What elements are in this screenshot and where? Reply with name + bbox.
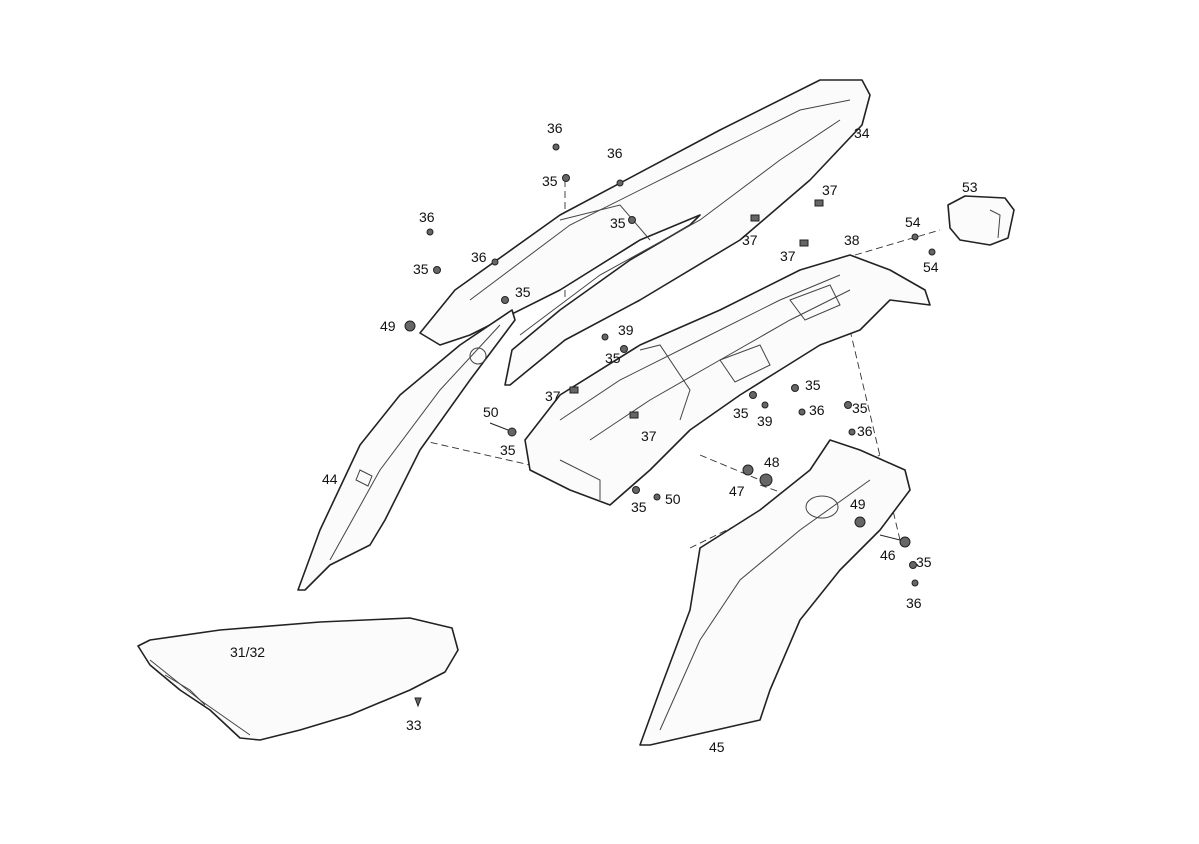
label-37: 37 bbox=[545, 388, 561, 404]
label-36: 36 bbox=[857, 423, 873, 439]
label-36: 36 bbox=[607, 145, 623, 161]
label-36: 36 bbox=[471, 249, 487, 265]
label-49: 49 bbox=[850, 496, 866, 512]
label-50: 50 bbox=[483, 404, 499, 420]
label-45: 45 bbox=[709, 739, 725, 755]
label-49: 49 bbox=[380, 318, 396, 334]
label-31-32: 31/32 bbox=[230, 644, 265, 660]
side-panel-left bbox=[297, 309, 516, 591]
label-37: 37 bbox=[742, 232, 758, 248]
label-39: 39 bbox=[618, 322, 634, 338]
label-35: 35 bbox=[733, 405, 749, 421]
label-35: 35 bbox=[605, 350, 621, 366]
label-35: 35 bbox=[916, 554, 932, 570]
label-36: 36 bbox=[419, 209, 435, 225]
label-35: 35 bbox=[631, 499, 647, 515]
label-35: 35 bbox=[852, 400, 868, 416]
label-48: 48 bbox=[764, 454, 780, 470]
tail-light bbox=[947, 195, 1015, 246]
label-36: 36 bbox=[809, 402, 825, 418]
label-34: 34 bbox=[854, 125, 870, 141]
label-36: 36 bbox=[906, 595, 922, 611]
label-50: 50 bbox=[665, 491, 681, 507]
label-47: 47 bbox=[729, 483, 745, 499]
part-number-labels: 31/32 33 34 35 35 35 35 35 35 35 35 35 3… bbox=[230, 120, 978, 755]
label-35: 35 bbox=[805, 377, 821, 393]
label-33: 33 bbox=[406, 717, 422, 733]
label-44: 44 bbox=[322, 471, 338, 487]
label-46: 46 bbox=[880, 547, 896, 563]
label-35: 35 bbox=[542, 173, 558, 189]
side-panel-right bbox=[639, 439, 911, 746]
label-37: 37 bbox=[641, 428, 657, 444]
label-36: 36 bbox=[547, 120, 563, 136]
label-37: 37 bbox=[822, 182, 838, 198]
label-35: 35 bbox=[610, 215, 626, 231]
label-37: 37 bbox=[780, 248, 796, 264]
hardware-fasteners bbox=[404, 143, 936, 708]
label-38: 38 bbox=[844, 232, 860, 248]
label-35: 35 bbox=[413, 261, 429, 277]
label-35: 35 bbox=[500, 442, 516, 458]
label-53: 53 bbox=[962, 179, 978, 195]
seat bbox=[137, 617, 459, 741]
label-35: 35 bbox=[515, 284, 531, 300]
label-54: 54 bbox=[923, 259, 939, 275]
label-39: 39 bbox=[757, 413, 773, 429]
label-54: 54 bbox=[905, 214, 921, 230]
rear-cover-upper bbox=[419, 79, 871, 386]
